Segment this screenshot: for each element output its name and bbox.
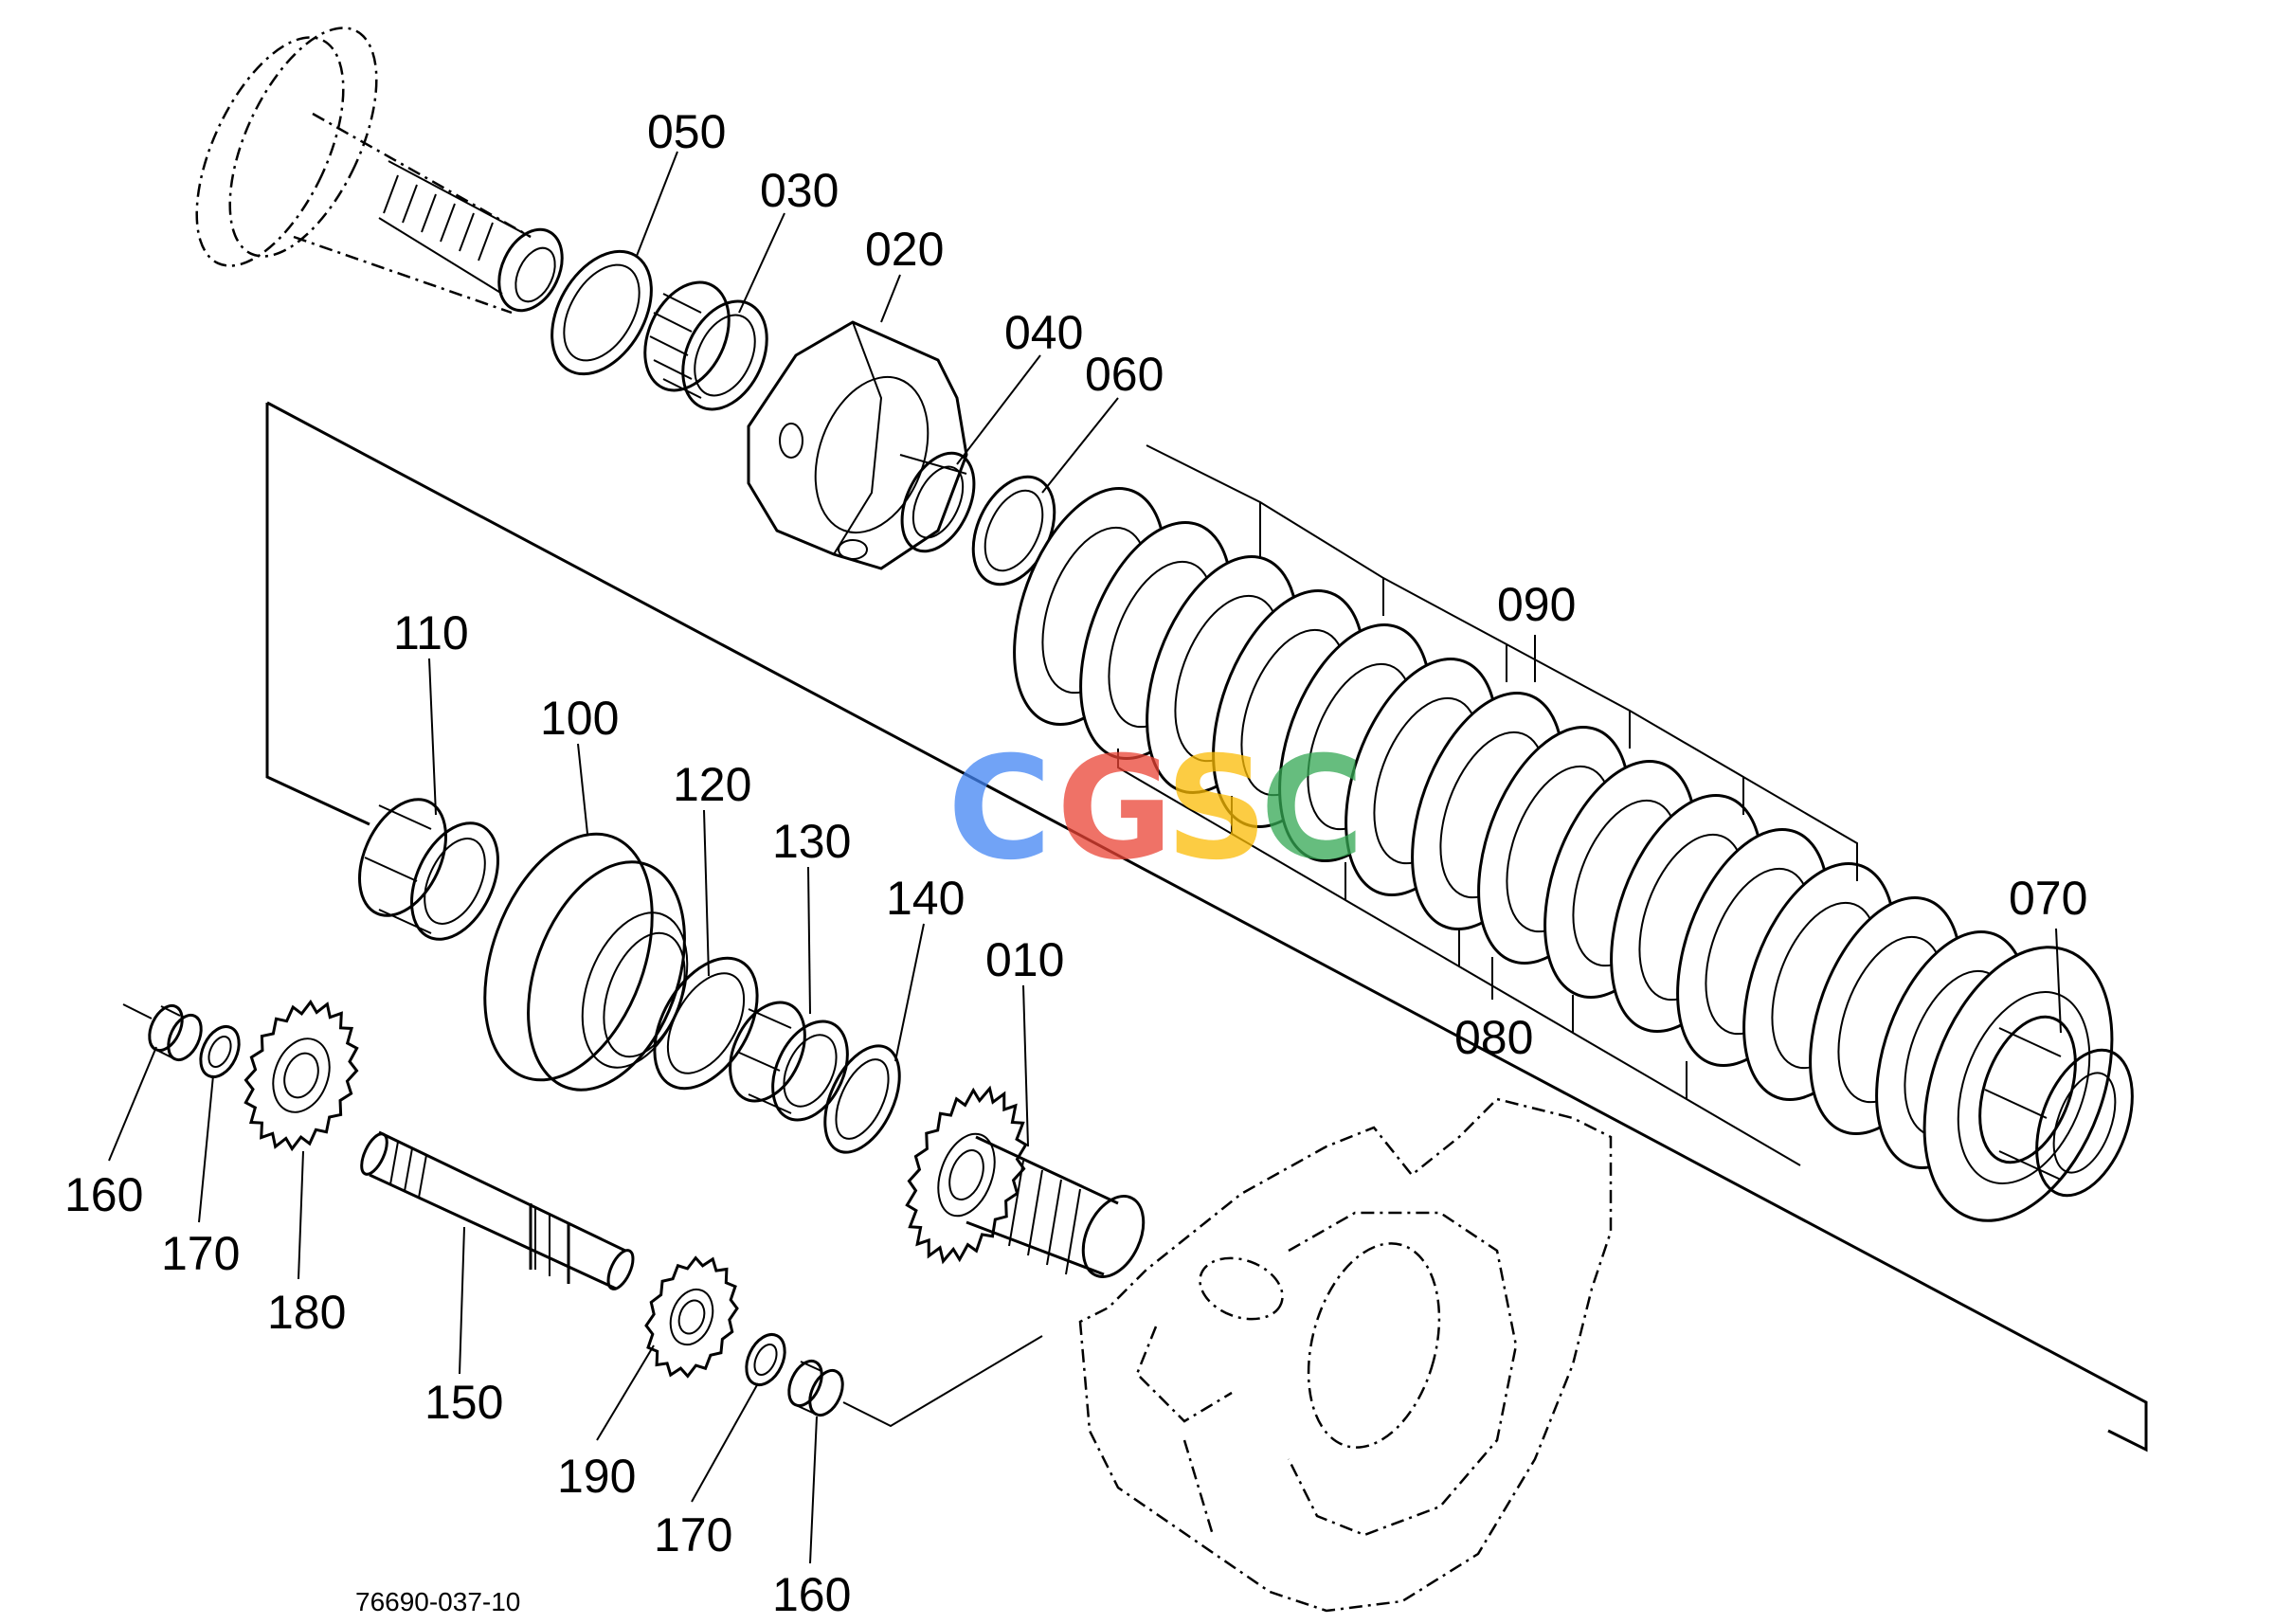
label-170-lower: 170 [654, 1508, 732, 1561]
label-050: 050 [647, 105, 726, 158]
gear-bore-inner [677, 1299, 706, 1335]
clutch-housing-020 [747, 320, 968, 570]
label-060: 060 [1085, 348, 1164, 401]
label-150: 150 [424, 1376, 503, 1429]
transmission-case [1078, 1097, 1613, 1613]
gear-bore-inner [283, 1052, 319, 1099]
drawing-code: 76690-037-10 [355, 1587, 520, 1616]
needle-bearing-110 [358, 798, 499, 941]
label-080: 080 [1454, 1011, 1533, 1064]
clutch-plate [1922, 946, 2114, 1222]
label-130: 130 [772, 815, 851, 868]
label-010: 010 [985, 933, 1064, 986]
washer-170-lower [745, 1333, 786, 1386]
gear-hub-100 [483, 832, 689, 1092]
gear-bore [937, 1132, 996, 1218]
gear-teeth [644, 1255, 739, 1379]
part-labels: 050 030 020 040 060 090 070 110 100 120 … [64, 105, 2087, 1621]
label-190: 190 [557, 1450, 636, 1503]
ring-120 [653, 956, 759, 1091]
label-070: 070 [2009, 872, 2087, 925]
assembly-bracket [265, 401, 2148, 1453]
label-100: 100 [540, 692, 619, 745]
gear-bore [669, 1288, 714, 1346]
label-120: 120 [673, 758, 751, 811]
gear-shaft-010 [905, 1085, 1146, 1278]
gear-180 [244, 999, 359, 1152]
needle-bearing-030 [643, 280, 768, 411]
gear-teeth [905, 1085, 1028, 1265]
clutch-plate-stack [1013, 444, 2114, 1222]
label-160-upper: 160 [64, 1168, 143, 1221]
drive-flange-shaft [195, 27, 564, 315]
snap-ring-050 [550, 249, 653, 376]
label-090: 090 [1497, 578, 1576, 631]
label-040: 040 [1004, 306, 1083, 359]
washer-170-upper [199, 1025, 241, 1078]
watermark-letter-c2: C [1260, 727, 1364, 892]
gear-bore-inner [948, 1149, 984, 1200]
gear-190 [644, 1255, 739, 1379]
ring-140 [823, 1044, 901, 1154]
countershaft-150 [360, 1130, 635, 1290]
clutch-plate-bore [1957, 991, 2091, 1184]
leader-lines [108, 151, 2062, 1564]
gear-teeth [244, 999, 359, 1152]
watermark-letter-s: S [1165, 727, 1268, 892]
bushing-160-upper [122, 1003, 203, 1062]
gear-bore [272, 1038, 331, 1113]
ring-040 [900, 451, 976, 553]
bushing-160-lower [787, 1335, 1043, 1428]
label-160-lower: 160 [772, 1568, 851, 1621]
needle-bearing-130 [729, 1001, 849, 1122]
watermark-letter-g: G [1056, 727, 1173, 892]
spline-hub-070 [1978, 1015, 2134, 1198]
label-140: 140 [886, 872, 965, 925]
label-110: 110 [393, 606, 469, 659]
watermark-letter-c1: C [948, 727, 1052, 892]
label-170-upper: 170 [161, 1227, 240, 1280]
watermark-logo: C G S C [948, 727, 1364, 892]
label-030: 030 [760, 164, 839, 217]
label-180: 180 [267, 1286, 346, 1339]
label-020: 020 [865, 223, 944, 276]
